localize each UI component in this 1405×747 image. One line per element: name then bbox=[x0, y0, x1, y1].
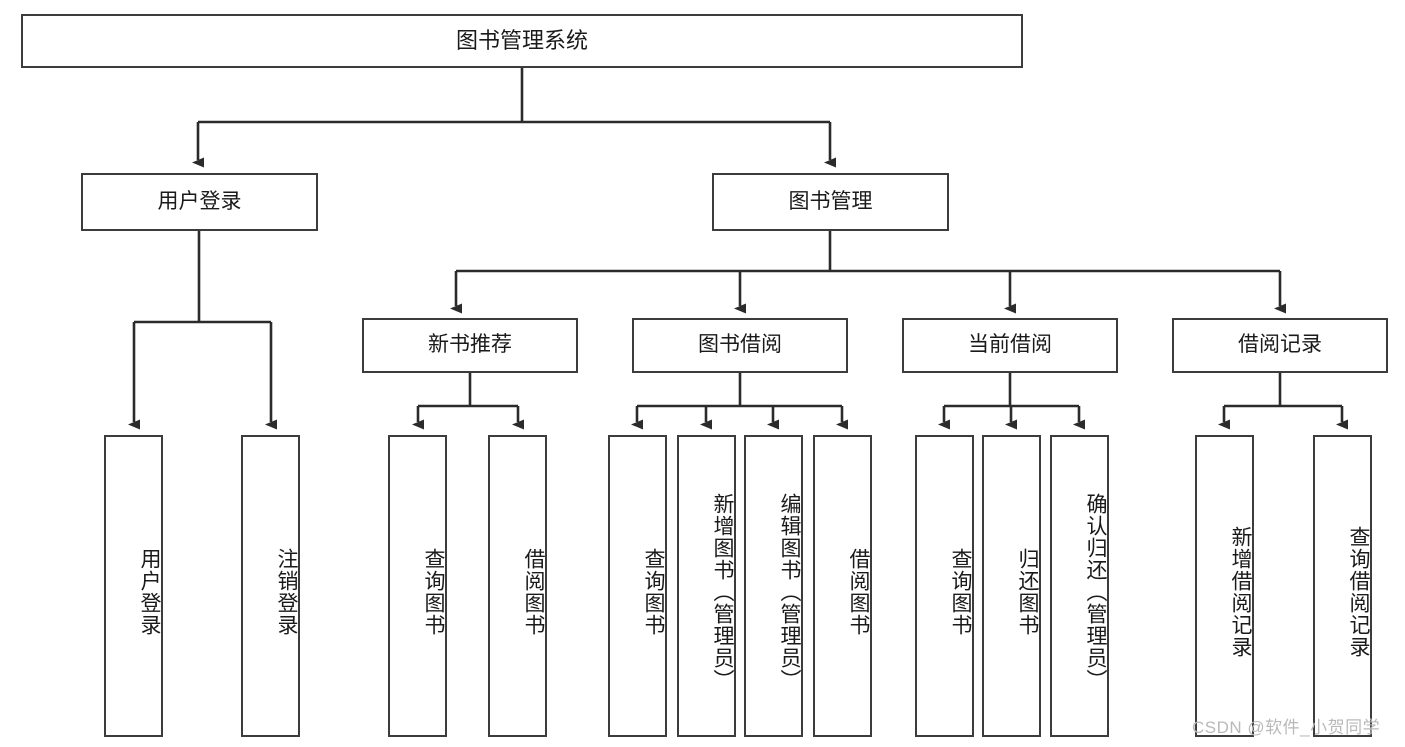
node-label: 用户登录 bbox=[138, 548, 161, 636]
node-label: 归还图书 bbox=[1016, 548, 1039, 636]
node-label: 新增借阅记录 bbox=[1229, 526, 1252, 658]
node-label: 编辑图书（管理员） bbox=[778, 493, 801, 691]
node-user-login[interactable]: 用户登录 bbox=[81, 173, 318, 231]
leaf-borrow-borrow-book[interactable]: 借阅图书 bbox=[813, 435, 872, 737]
leaf-current-confirm-return-admin[interactable]: 确认归还（管理员） bbox=[1050, 435, 1109, 737]
node-current-borrow[interactable]: 当前借阅 bbox=[902, 318, 1118, 373]
leaf-record-add-record[interactable]: 新增借阅记录 bbox=[1195, 435, 1254, 737]
leaf-borrow-query-book[interactable]: 查询图书 bbox=[608, 435, 667, 737]
node-label: 图书管理 bbox=[788, 189, 873, 213]
leaf-current-return-book[interactable]: 归还图书 bbox=[982, 435, 1041, 737]
node-book-management[interactable]: 图书管理 bbox=[712, 173, 949, 231]
node-label: 借阅记录 bbox=[1238, 333, 1322, 357]
node-label: 当前借阅 bbox=[968, 333, 1052, 357]
node-book-borrow[interactable]: 图书借阅 bbox=[632, 318, 848, 373]
leaf-record-query-record[interactable]: 查询借阅记录 bbox=[1313, 435, 1372, 737]
node-new-book-recommend[interactable]: 新书推荐 bbox=[362, 318, 578, 373]
leaf-logout-login[interactable]: 注销登录 bbox=[241, 435, 300, 737]
leaf-borrow-edit-book-admin[interactable]: 编辑图书（管理员） bbox=[744, 435, 803, 737]
leaf-newbook-borrow-book[interactable]: 借阅图书 bbox=[488, 435, 547, 737]
leaf-user-login[interactable]: 用户登录 bbox=[104, 435, 163, 737]
node-label: 借阅图书 bbox=[522, 548, 545, 636]
node-label: 查询借阅记录 bbox=[1347, 526, 1370, 658]
leaf-current-query-book[interactable]: 查询图书 bbox=[915, 435, 974, 737]
node-label: 用户登录 bbox=[157, 189, 242, 213]
node-label: 图书借阅 bbox=[698, 333, 782, 357]
node-label: 确认归还（管理员） bbox=[1084, 493, 1107, 691]
node-label: 图书管理系统 bbox=[455, 28, 588, 54]
leaf-borrow-add-book-admin[interactable]: 新增图书（管理员） bbox=[677, 435, 736, 737]
node-label: 借阅图书 bbox=[847, 548, 870, 636]
node-label: 新书推荐 bbox=[428, 333, 512, 357]
node-label: 查询图书 bbox=[949, 548, 972, 636]
node-borrow-record[interactable]: 借阅记录 bbox=[1172, 318, 1388, 373]
node-root-library-system[interactable]: 图书管理系统 bbox=[21, 14, 1023, 68]
node-label: 新增图书（管理员） bbox=[711, 493, 734, 691]
node-label: 查询图书 bbox=[422, 548, 445, 636]
node-label: 注销登录 bbox=[275, 548, 298, 636]
leaf-newbook-query-book[interactable]: 查询图书 bbox=[388, 435, 447, 737]
node-label: 查询图书 bbox=[642, 548, 665, 636]
